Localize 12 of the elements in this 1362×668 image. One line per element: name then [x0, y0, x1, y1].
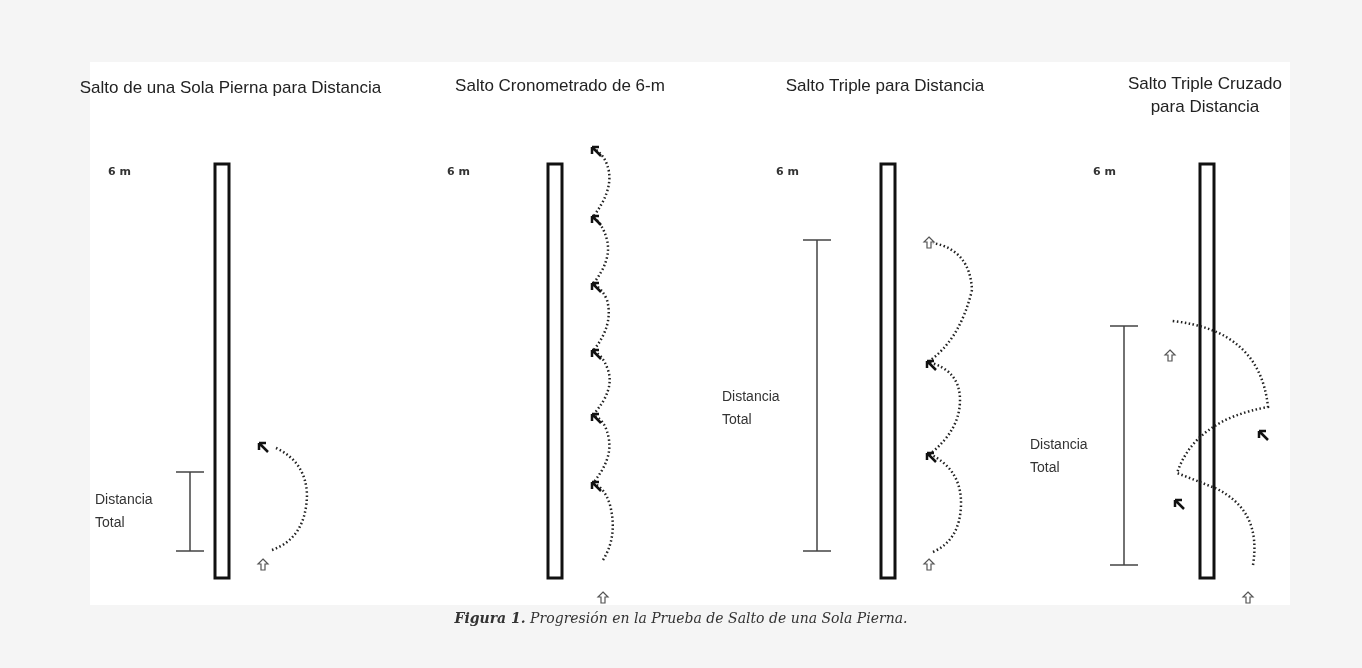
- dimension-label: Distancia Total: [95, 490, 154, 532]
- distance-label: 6 m: [776, 165, 799, 178]
- panel-title: Salto Triple Cruzado para Distancia: [1127, 73, 1283, 118]
- panel-title: Salto de una Sola Pierna para Distancia: [78, 77, 383, 99]
- distance-label: 6 m: [108, 165, 131, 178]
- dimension-label: Distancia Total: [722, 387, 781, 429]
- figure-caption: Figura 1. Progresión en la Prueba de Salto de una Sola Pierna.: [454, 610, 908, 626]
- distance-label: 6 m: [1093, 165, 1116, 178]
- dimension-label: Distancia Total: [1030, 435, 1089, 477]
- panel-title: Salto Triple para Distancia: [784, 75, 986, 97]
- panel-title: Salto Cronometrado de 6-m: [454, 75, 666, 97]
- distance-label: 6 m: [447, 165, 470, 178]
